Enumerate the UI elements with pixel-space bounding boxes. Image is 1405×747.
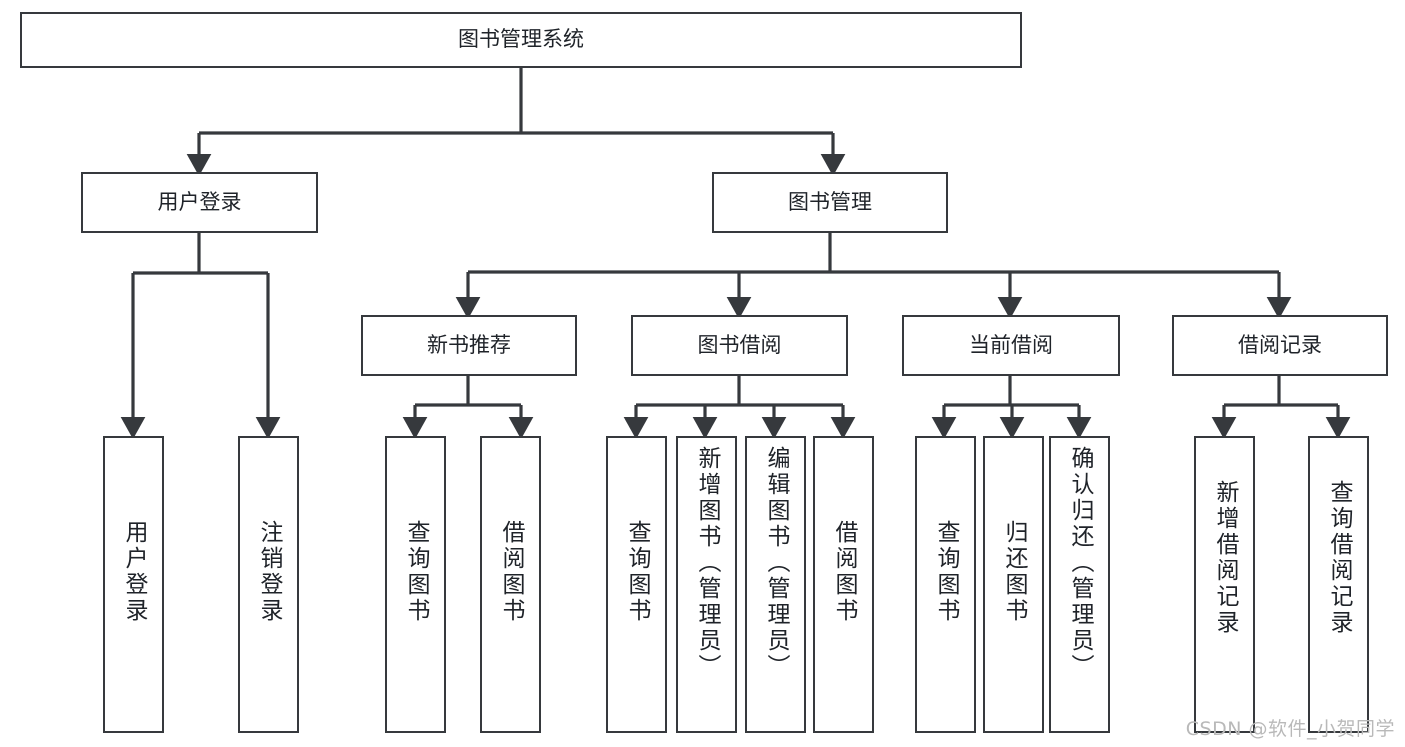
- node-leaf-logout[interactable]: 注销登录: [238, 436, 299, 733]
- node-new-book-recommend[interactable]: 新书推荐: [361, 315, 577, 376]
- node-borrow-record-label: 借阅记录: [1238, 332, 1322, 357]
- node-leaf-add-record[interactable]: 新增借阅记录: [1194, 436, 1255, 733]
- node-book-manage[interactable]: 图书管理: [712, 172, 948, 233]
- node-leaf-query-book-1[interactable]: 查询图书: [385, 436, 446, 733]
- node-user-login[interactable]: 用户登录: [81, 172, 318, 233]
- node-current-borrow[interactable]: 当前借阅: [902, 315, 1120, 376]
- node-leaf-confirm-return[interactable]: 确认归还（管理员）: [1049, 436, 1110, 733]
- node-leaf-edit-book[interactable]: 编辑图书（管理员）: [745, 436, 806, 733]
- node-leaf-return-book[interactable]: 归还图书: [983, 436, 1044, 733]
- node-leaf-query-record-label: 查询借阅记录: [1326, 480, 1352, 636]
- node-leaf-edit-book-label: 编辑图书（管理员）: [763, 446, 789, 680]
- node-leaf-query-book-3[interactable]: 查询图书: [915, 436, 976, 733]
- node-leaf-borrow-book-2[interactable]: 借阅图书: [813, 436, 874, 733]
- node-book-borrow[interactable]: 图书借阅: [631, 315, 848, 376]
- node-current-borrow-label: 当前借阅: [969, 332, 1053, 357]
- node-leaf-add-book-label: 新增图书（管理员）: [694, 446, 720, 680]
- node-leaf-confirm-return-label: 确认归还（管理员）: [1067, 446, 1093, 680]
- node-user-login-label: 用户登录: [157, 189, 242, 214]
- node-leaf-return-book-label: 归还图书: [1001, 520, 1027, 624]
- node-borrow-record[interactable]: 借阅记录: [1172, 315, 1388, 376]
- node-leaf-query-book-2-label: 查询图书: [624, 520, 650, 624]
- node-leaf-borrow-book-1[interactable]: 借阅图书: [480, 436, 541, 733]
- node-leaf-logout-label: 注销登录: [256, 520, 282, 624]
- node-root-label: 图书管理系统: [458, 27, 584, 52]
- node-leaf-query-book-3-label: 查询图书: [933, 520, 959, 624]
- node-leaf-borrow-book-2-label: 借阅图书: [831, 520, 857, 624]
- node-leaf-borrow-book-1-label: 借阅图书: [498, 520, 524, 624]
- node-leaf-user-login[interactable]: 用户登录: [103, 436, 164, 733]
- node-leaf-user-login-label: 用户登录: [121, 520, 147, 624]
- node-leaf-add-record-label: 新增借阅记录: [1212, 480, 1238, 636]
- node-new-book-recommend-label: 新书推荐: [427, 332, 511, 357]
- node-leaf-query-record[interactable]: 查询借阅记录: [1308, 436, 1369, 733]
- node-leaf-add-book[interactable]: 新增图书（管理员）: [676, 436, 737, 733]
- node-book-manage-label: 图书管理: [788, 189, 872, 214]
- node-root[interactable]: 图书管理系统: [20, 12, 1022, 68]
- node-book-borrow-label: 图书借阅: [697, 332, 782, 357]
- node-leaf-query-book-2[interactable]: 查询图书: [606, 436, 667, 733]
- node-leaf-query-book-1-label: 查询图书: [403, 520, 429, 624]
